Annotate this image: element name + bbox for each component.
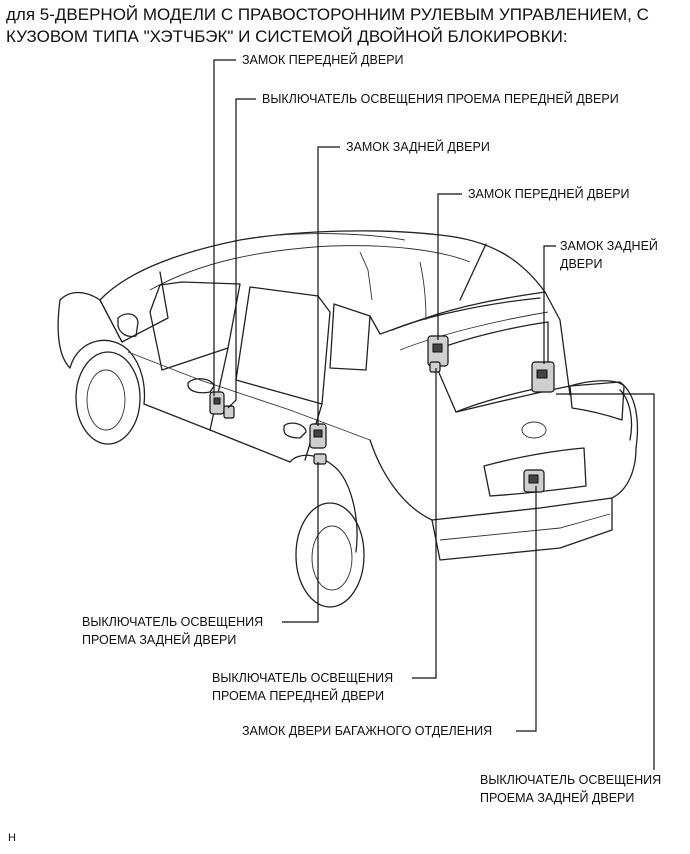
label-rear-door-lock-left: ЗАМОК ЗАДНЕЙ ДВЕРИ [346,140,490,154]
corner-mark: H [8,832,16,844]
rear-door-lock-left-part [309,423,327,449]
car-body [57,230,639,608]
rear-door-courtesy-switch-left-part [313,453,327,465]
label-front-door-courtesy-switch-left: ВЫКЛЮЧАТЕЛЬ ОСВЕЩЕНИЯ ПРОЕМА ПЕРЕДНЕЙ ДВ… [262,92,619,106]
label-front-door-lock-left: ЗАМОК ПЕРЕДНЕЙ ДВЕРИ [242,53,404,67]
label-front-door-courtesy-switch-right: ВЫКЛЮЧАТЕЛЬ ОСВЕЩЕНИЯ ПРОЕМА ПЕРЕДНЕЙ ДВ… [212,671,394,703]
page-title: для 5-ДВЕРНОЙ МОДЕЛИ С ПРАВОСТОРОННИМ РУ… [6,5,649,46]
label-rear-door-courtesy-switch-right: ВЫКЛЮЧАТЕЛЬ ОСВЕЩЕНИЯ ПРОЕМА ЗАДНЕЙ ДВЕР… [480,773,662,805]
rear-door-lock-right-part [531,361,555,393]
label-rear-door-courtesy-switch-left: ВЫКЛЮЧАТЕЛЬ ОСВЕЩЕНИЯ ПРОЕМА ЗАДНЕЙ ДВЕР… [82,615,264,647]
label-back-door-lock: ЗАМОК ДВЕРИ БАГАЖНОГО ОТДЕЛЕНИЯ [242,724,493,738]
label-rear-door-lock-right: ЗАМОК ЗАДНЕЙ ДВЕРИ [560,239,658,271]
front-door-courtesy-switch-right-part [429,361,441,373]
label-front-door-lock-right: ЗАМОК ПЕРЕДНЕЙ ДВЕРИ [468,187,630,201]
back-door-lock-part [523,469,545,493]
front-door-courtesy-switch-left-part [223,405,235,419]
front-door-lock-left-part [209,391,225,415]
leader-lines [213,59,655,770]
